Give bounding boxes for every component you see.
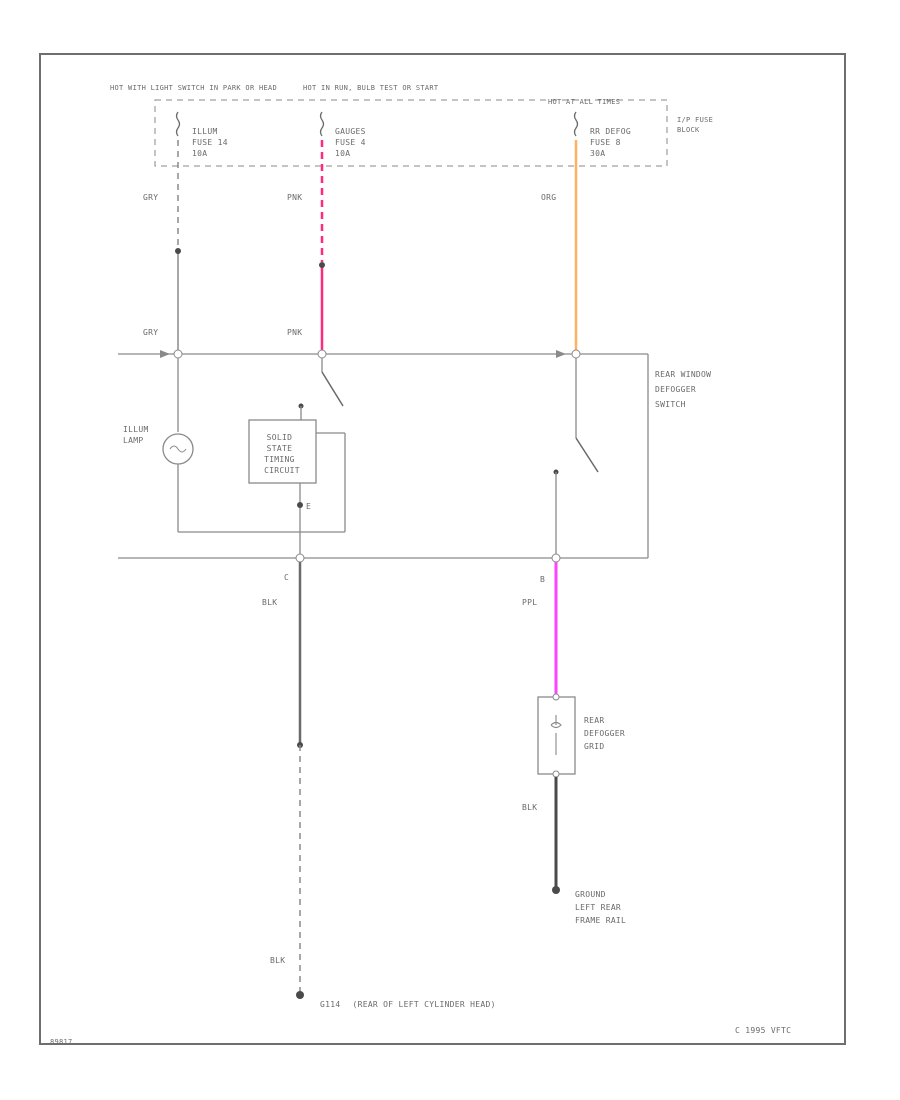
connector-e-dot [297, 502, 303, 508]
diagram-frame [39, 53, 846, 1045]
blk-grid-label: BLK [522, 803, 537, 812]
terminal [295, 553, 305, 563]
pnk-mid-label: PNK [287, 328, 302, 337]
terminal [571, 349, 581, 359]
illum-fuse-icon [175, 111, 181, 137]
gauges-fuse-icon [319, 111, 325, 137]
gry-splice-dot [175, 248, 181, 254]
illum-fuse-label: ILLUM FUSE 14 10A [192, 127, 233, 158]
pnk-splice-dot [319, 262, 325, 268]
gauges-fuse-label: GAUGES FUSE 4 10A [335, 127, 371, 158]
defog-source-label: HOT AT ALL TIMES [548, 98, 620, 106]
pnk-top-label: PNK [287, 193, 302, 202]
lamp-filament-icon [169, 445, 187, 453]
fuse-block-label: I/P FUSE BLOCK [677, 116, 718, 134]
illum-lamp-label: ILLUM LAMP [123, 425, 154, 445]
ground-g114-icon [296, 991, 304, 999]
defog-switch-blade [575, 437, 599, 473]
gry-mid-label: GRY [143, 328, 158, 337]
blk-left-label: BLK [262, 598, 277, 607]
ppl-label: PPL [522, 598, 537, 607]
pin-e-label: E [306, 502, 311, 511]
figure-id-label: 89817 [50, 1038, 73, 1046]
arrow-icon [160, 350, 170, 358]
illum-source-label: HOT WITH LIGHT SWITCH IN PARK OR HEAD [110, 84, 277, 92]
terminal [173, 349, 183, 359]
gauges-source-label: HOT IN RUN, BULB TEST OR START [303, 84, 439, 92]
pin-c-label: C [284, 573, 289, 582]
ground-right-icon [552, 886, 560, 894]
terminal [317, 349, 327, 359]
defog-fuse-label: RR DEFOG FUSE 8 30A [590, 127, 636, 158]
terminal [552, 693, 560, 701]
switch-label: REAR WINDOW DEFOGGER SWITCH [655, 370, 716, 409]
blk-bottom-label: BLK [270, 956, 285, 965]
ground-g114-label: G114(REAR OF LEFT CYLINDER HEAD) [320, 1000, 496, 1009]
grid-element-icon [550, 715, 562, 755]
timer-switch-blade [321, 371, 344, 407]
timing-circuit-box [248, 419, 317, 484]
terminal [552, 770, 560, 778]
arrow-icon [556, 350, 566, 358]
terminal [551, 553, 561, 563]
pin-b-label: B [540, 575, 545, 584]
defog-fuse-icon [573, 111, 579, 137]
fuse-block-outline [154, 99, 668, 167]
ground-right-label: GROUND LEFT REAR FRAME RAIL [575, 890, 626, 925]
org-top-label: ORG [541, 193, 556, 202]
gry-top-label: GRY [143, 193, 158, 202]
copyright-label: C 1995 VFTC [735, 1026, 791, 1035]
defogger-grid-label: REAR DEFOGGER GRID [584, 716, 630, 751]
timing-circuit-label: SOLID STATE TIMING CIRCUIT [264, 433, 300, 475]
